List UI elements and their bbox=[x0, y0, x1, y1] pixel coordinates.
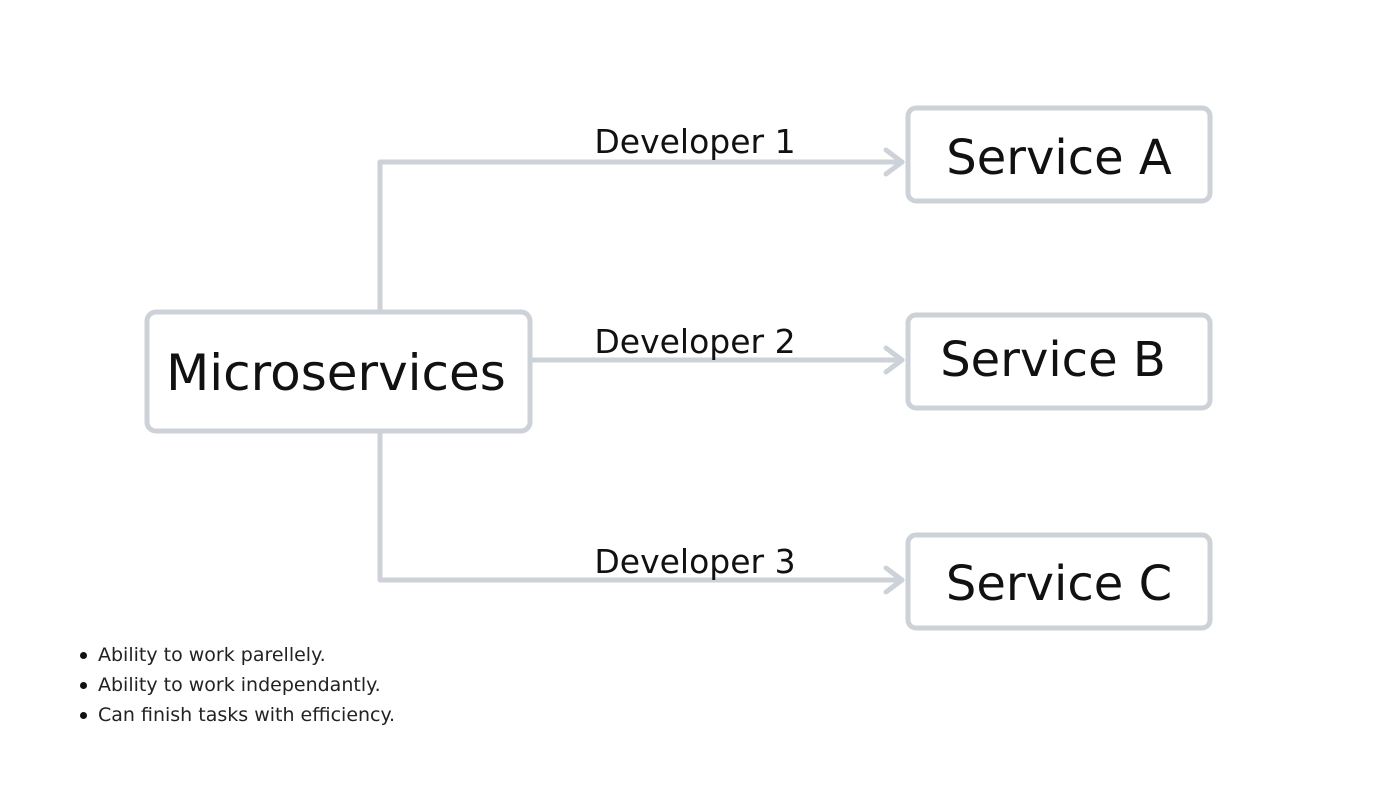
note-item: Ability to work parellely. bbox=[78, 640, 395, 670]
source-node: Microservices bbox=[144, 309, 533, 434]
edge-label-developer-1: Developer 1 bbox=[594, 122, 795, 161]
target-node-service-c: Service C bbox=[905, 532, 1213, 631]
service-b-box bbox=[905, 312, 1213, 411]
note-text: Ability to work independantly. bbox=[98, 674, 381, 696]
target-node-service-a: Service A bbox=[905, 105, 1213, 204]
arrowhead-service-c bbox=[883, 565, 905, 595]
service-c-label: Service C bbox=[946, 556, 1172, 612]
note-text: Ability to work parellely. bbox=[98, 644, 326, 666]
edge-label-developer-2: Developer 2 bbox=[594, 322, 795, 361]
notes-list: Ability to work parellely. Ability to wo… bbox=[78, 640, 395, 730]
bullet-dot-icon bbox=[80, 652, 87, 659]
service-c-box bbox=[905, 532, 1213, 631]
note-item: Ability to work independantly. bbox=[78, 670, 395, 700]
bullet-dot-icon bbox=[80, 682, 87, 689]
service-a-box bbox=[905, 105, 1213, 204]
note-text: Can finish tasks with efficiency. bbox=[98, 704, 396, 726]
connectors bbox=[377, 147, 905, 595]
service-a-label: Service A bbox=[946, 130, 1172, 186]
source-node-label: Microservices bbox=[166, 344, 506, 402]
edge-label-developer-3: Developer 3 bbox=[594, 542, 795, 581]
arrowhead-service-b bbox=[883, 345, 905, 375]
connector-service-c bbox=[377, 430, 905, 583]
connector-service-a bbox=[377, 159, 905, 315]
service-b-label: Service B bbox=[940, 332, 1166, 388]
note-item: Can finish tasks with efficiency. bbox=[78, 700, 395, 730]
bullet-dot-icon bbox=[80, 712, 87, 719]
target-node-service-b: Service B bbox=[905, 312, 1213, 411]
source-node-box bbox=[144, 309, 533, 434]
arrowhead-service-a bbox=[883, 147, 905, 177]
